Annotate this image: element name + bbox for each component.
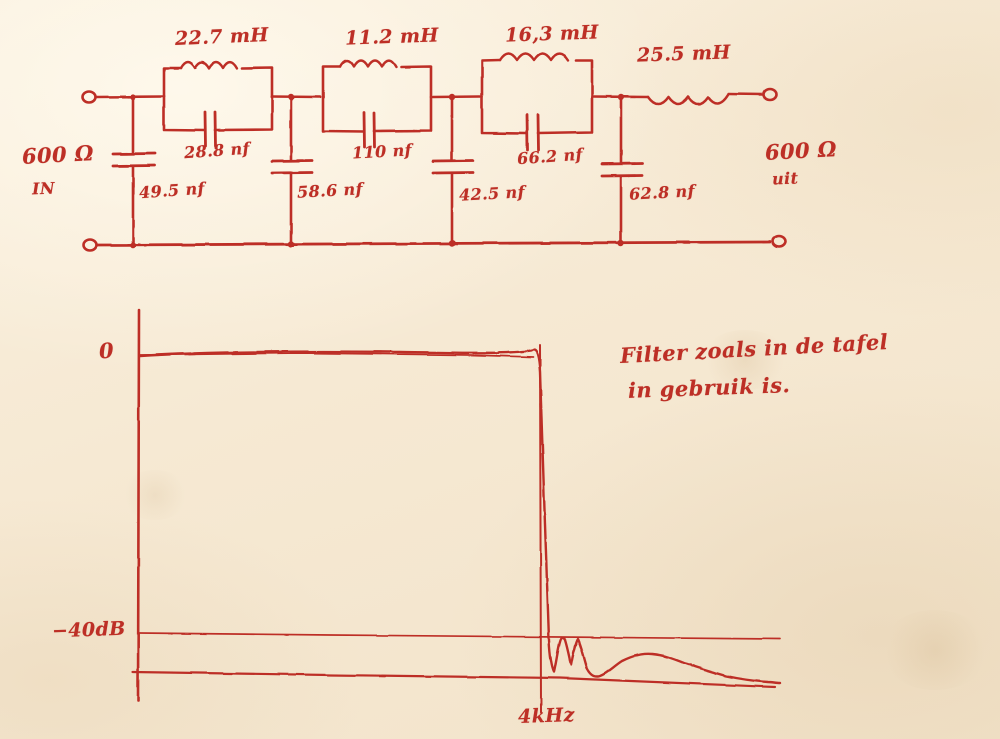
label-inductor-3: 16,3 mH [504,21,600,47]
y-tick-label-minus40db: −40dB [51,617,127,643]
shunt-capacitor-49-5nf [111,94,157,248]
label-shunt-cap-1: 49.5 nf [138,178,206,203]
cap-plate-top-1 [111,152,157,156]
zero-db-line [138,352,534,358]
series-inductor-25mH [646,93,730,106]
node-dot-1b [130,242,136,248]
node-dot-4b [617,239,625,247]
node-dot-1 [130,94,136,100]
node-dot-2b [287,240,295,248]
cap-plate-top-4 [600,162,644,166]
label-shunt-cap-3: 42.5 nf [458,182,526,205]
capacitor-plate-2b [372,111,376,149]
shunt-capacitor-58-6nf [270,93,314,248]
inductor-coil-1 [179,60,239,70]
response-curve [138,348,782,685]
label-tank-cap-2: 110 nf [351,140,413,163]
label-input-impedance: 600 Ω [21,140,95,169]
capacitor-plate-3a [525,113,529,152]
inductor-coil-series [646,93,730,106]
label-series-inductor: 25.5 mH [636,41,732,67]
tank-section-3 [480,52,594,152]
label-tank-cap-3: 66.2 nf [516,144,584,169]
label-inductor-2: 11.2 mH [344,24,440,50]
minus-40db-line [138,632,781,640]
node-dot-4 [617,93,625,101]
x-tick-label-4khz: 4kHz [517,704,576,728]
capacitor-plate-1a [203,110,207,148]
schematic-wiring [81,87,787,252]
shunt-capacitor-42-5nf [431,93,475,247]
y-tick-label-0db: 0 [98,337,115,364]
y-axis [136,308,141,702]
output-terminal-top [762,87,778,102]
label-output-impedance: 600 Ω [764,136,838,165]
node-dot-3b [448,239,456,247]
label-input-direction: IN [31,178,56,199]
label-inductor-1: 22.7 mH [174,23,270,51]
label-tank-cap-1: 28.8 nf [183,138,251,163]
x-axis-baseline [131,670,777,689]
input-terminal-bottom [82,238,98,252]
inductor-coil-2 [338,59,398,69]
node-dot-3 [448,93,456,101]
capacitor-plate-1b [213,110,217,148]
tank-section-2 [321,59,433,149]
label-shunt-cap-4: 62.8 nf [628,181,696,204]
label-shunt-cap-2: 58.6 nf [296,179,364,202]
tank-section-1 [162,60,274,148]
capacitor-plate-3b [536,113,540,152]
response-plot-axes [131,308,781,713]
capacitor-plate-2a [362,111,366,149]
cap-plate-top-2 [270,159,314,163]
node-dot-2 [287,93,295,101]
label-output-direction: uit [771,168,799,189]
shunt-capacitor-62-8nf [600,93,644,247]
cap-plate-top-3 [431,159,475,163]
output-terminal-bottom [771,234,787,249]
input-terminal-top [81,90,97,104]
inductor-coil-3 [498,52,570,62]
